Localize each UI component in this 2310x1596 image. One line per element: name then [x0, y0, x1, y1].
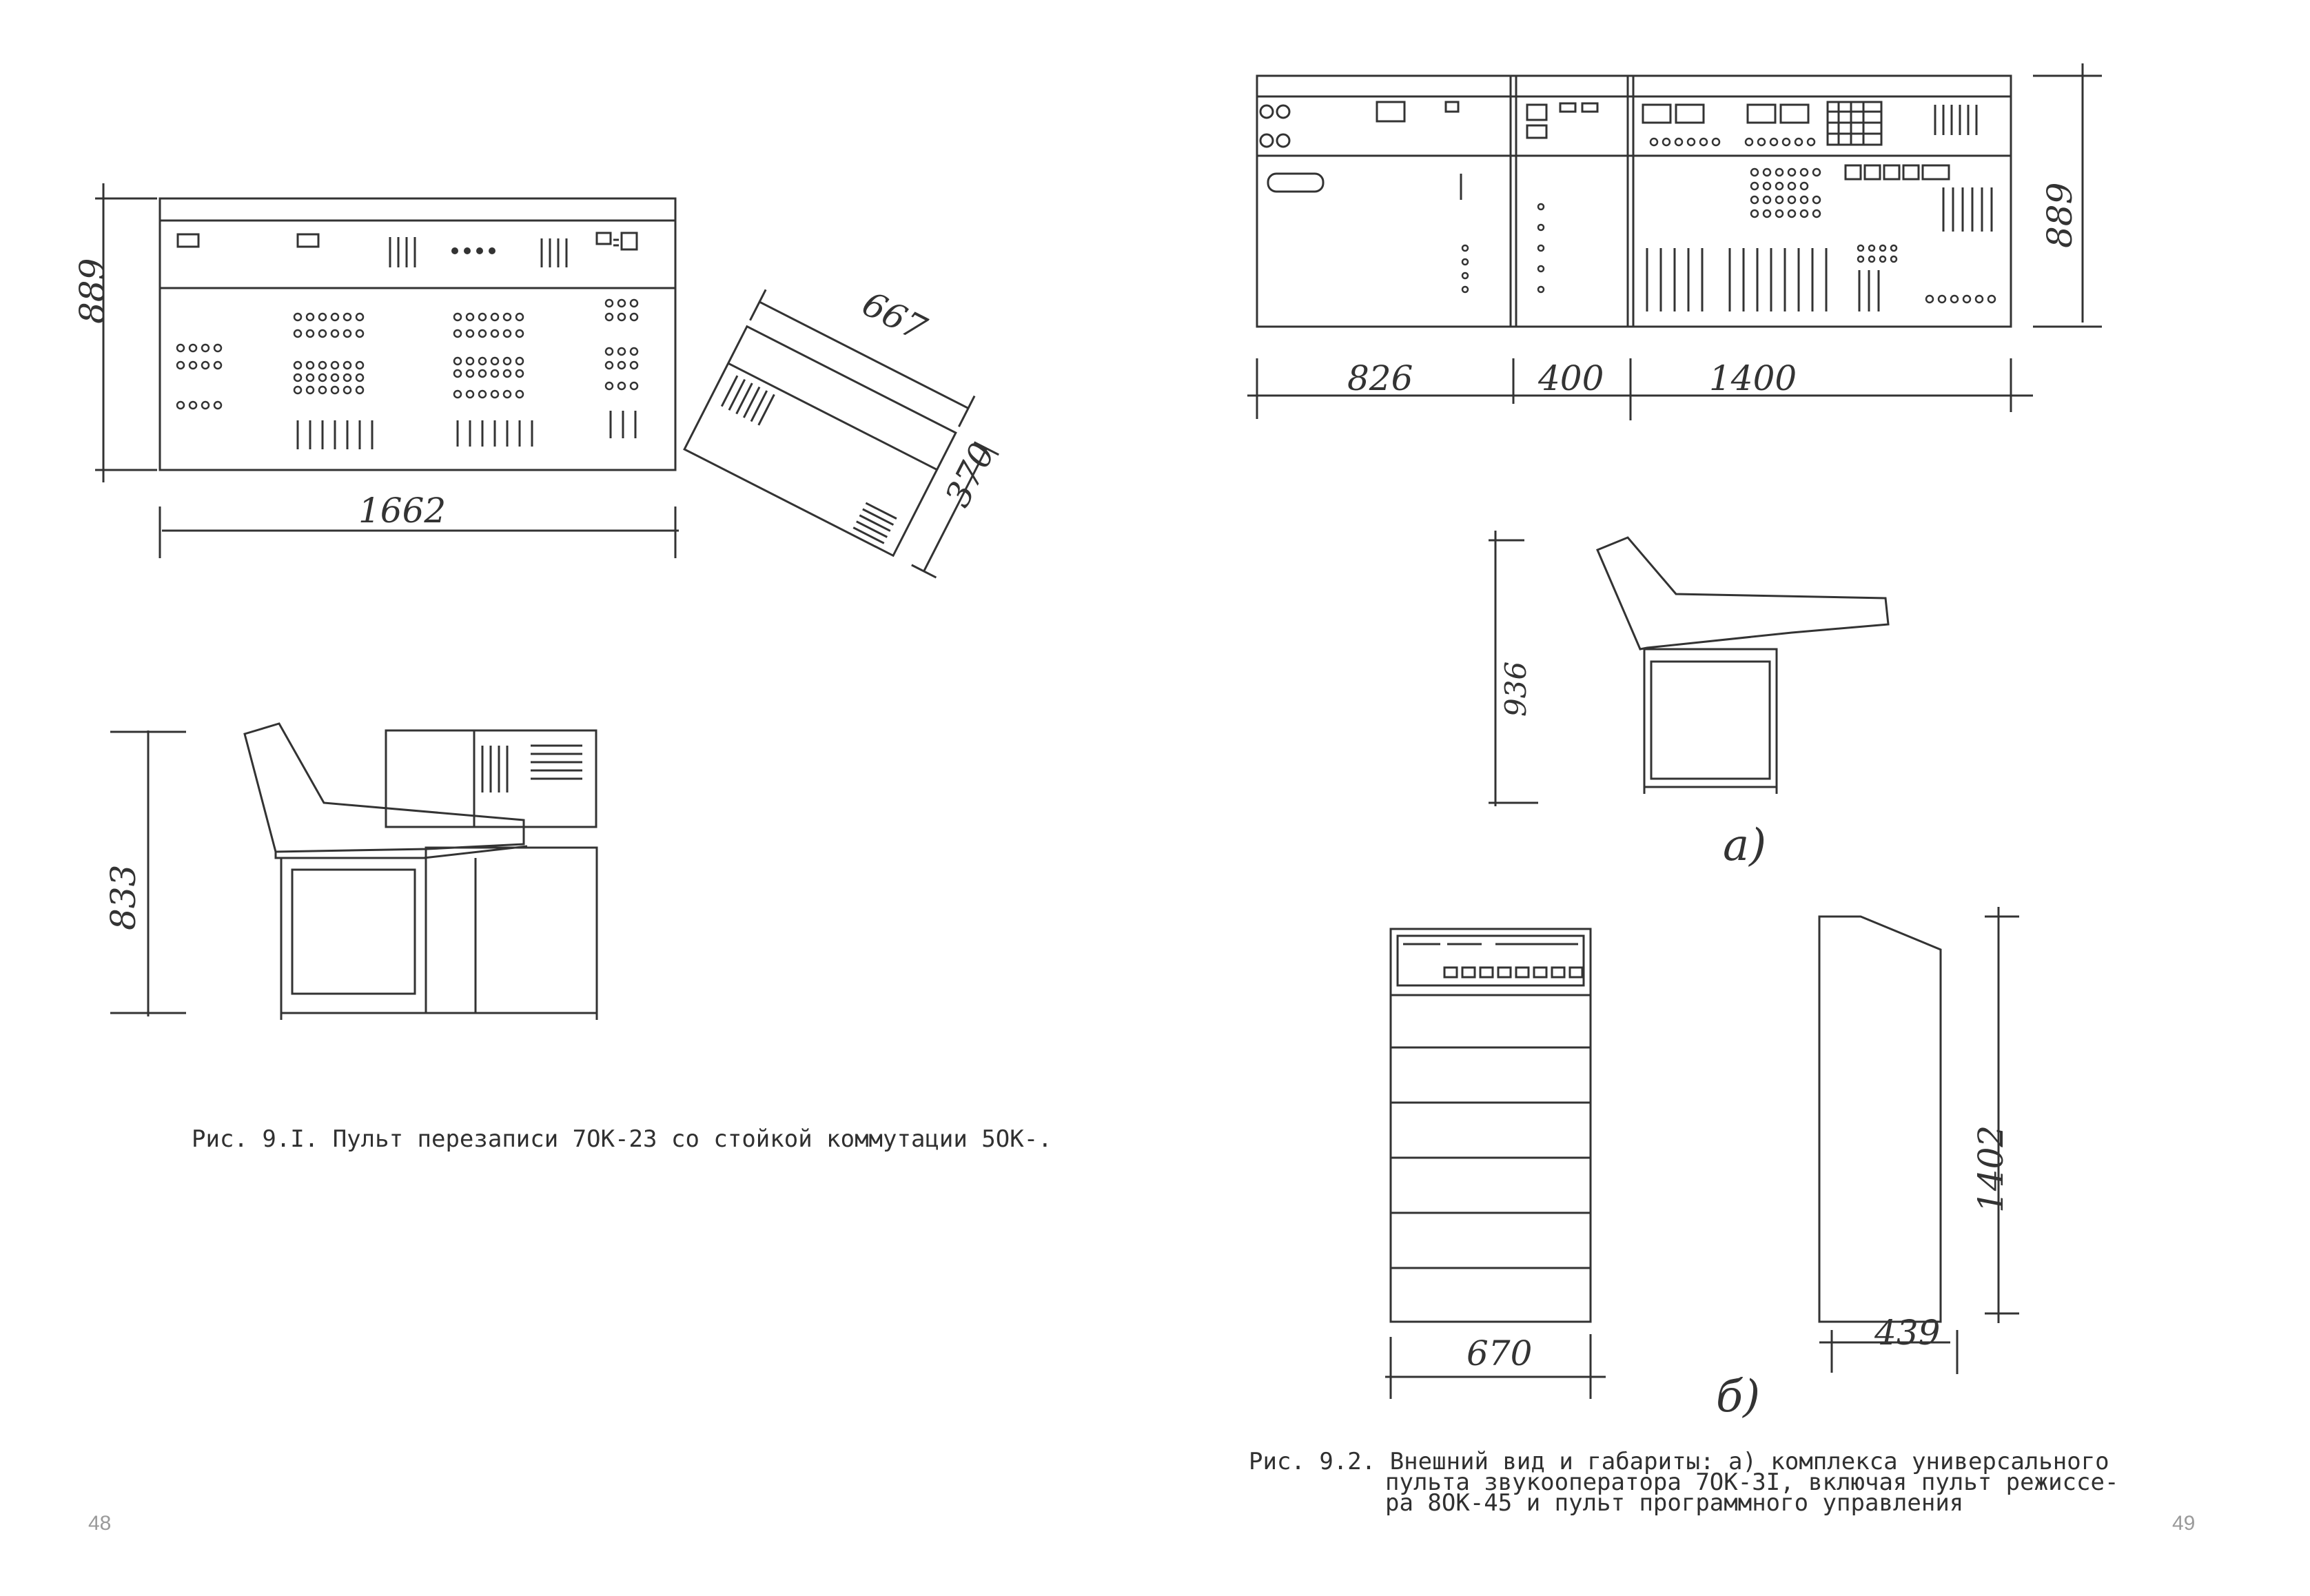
figure-9-2-caption-line-3: ра 8ОК-45 и пульт программного управлени… [1385, 1489, 1964, 1517]
sub-label-b: б) [1716, 1371, 1761, 1422]
dim-rack-height-right: 1402 [1971, 1125, 2011, 1213]
fig-9-1-front-view [95, 183, 679, 558]
dim-rack-depth-right: 439 [1874, 1313, 1941, 1353]
fig-9-2b-rack-front [1385, 929, 1606, 1399]
dim-front-height-left: 889 [72, 258, 112, 324]
fig-9-2a-side-view [1489, 531, 1888, 806]
dim-section-2: 400 [1538, 358, 1604, 398]
dim-section-3: 1400 [1709, 358, 1797, 398]
dim-side-height-right: 936 [1499, 661, 1533, 717]
page-number-left: 48 [88, 1512, 112, 1535]
dim-side-height-left: 833 [103, 864, 143, 930]
page-number-right: 49 [2172, 1512, 2196, 1535]
figure-9-2-caption-line-2: пульта звукооператора 7ОК-3I, включая пу… [1385, 1469, 2119, 1496]
fig-9-1-side-view [110, 724, 597, 1020]
dim-section-1: 826 [1347, 358, 1413, 398]
sub-label-a: а) [1723, 820, 1767, 871]
fig-9-2-front-view [1247, 63, 2102, 420]
fig-9-1-rack-top-view [684, 289, 1017, 577]
figure-9-2-caption-line-1: Рис. 9.2. Внешний вид и габариты: а) ком… [1249, 1448, 2109, 1475]
figure-9-1-caption: Рис. 9.I. Пульт перезаписи 7ОК-23 со сто… [192, 1125, 1052, 1153]
dim-front-width-left: 1662 [358, 491, 447, 531]
fig-9-2b-rack-side [1819, 907, 2019, 1374]
dim-front-height-right: 889 [2040, 182, 2080, 248]
dim-rack-width-right: 670 [1466, 1333, 1533, 1373]
